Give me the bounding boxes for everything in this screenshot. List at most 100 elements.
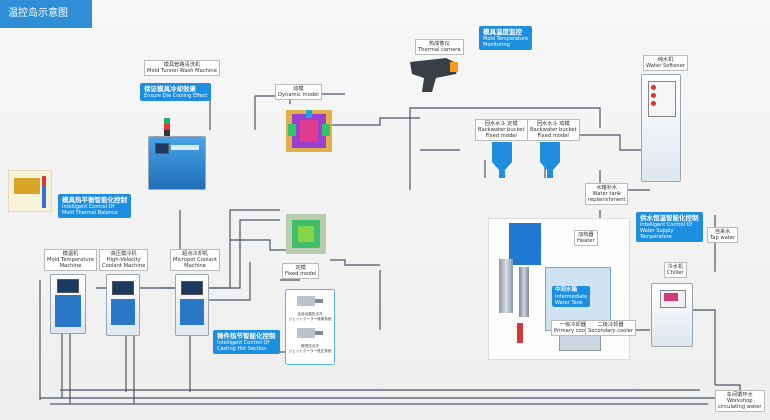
heater-zh: 加热器 [578, 232, 594, 238]
thermal-camera-zh: 热成像仪 [428, 41, 450, 47]
cooling-callout-en: Ensure Die Cooling Effect [144, 93, 208, 99]
pipe-segment [517, 323, 523, 343]
workshop-water-label: 车间循环水 Workshop circulating water [715, 390, 765, 412]
hpc-label: 高压模冷机 High-Velocity Coolant Machine [99, 249, 149, 271]
bucket-fixed-en2: Fixed model [485, 133, 517, 139]
thermal-balance-callout: 模具热平衡智能化控制 Intelligent Control Of Mold T… [58, 194, 131, 218]
workshop-zh: 车间循环水 [726, 392, 753, 398]
primary-cooler-label: 一级冷却器 Primary cooler [551, 320, 595, 336]
thermal-balance-en1: Intelligent Control Of [62, 204, 115, 210]
cooling-callout-zh: 保证模具冷却效果 [144, 85, 196, 93]
intermediate-tank-en1: Intermediate [555, 294, 588, 300]
thermal-balance-en2: Mold Thermal Balance [62, 210, 118, 216]
intermediate-tank-en2: Water Tank [555, 300, 583, 306]
indicator-light-icon [651, 93, 656, 98]
nozzle2-zh: 超低压点冷 [301, 344, 319, 348]
softener-zh: 纯水机 [657, 57, 674, 63]
thermal-camera-label: 热成像仪 Thermal camera [415, 39, 464, 55]
micropot-zh: 超点冷却机 [182, 251, 208, 257]
micropot-en2: Machine [184, 263, 206, 269]
mold-temp-monitor-en2: Monitoring [483, 42, 510, 48]
backwater-bucket-icon [492, 142, 512, 178]
pump-column [519, 267, 529, 317]
heater-en: Heater [577, 238, 595, 244]
workshop-en2: circulating water [718, 404, 762, 410]
mold-temp-monitor-zh: 模具温度监控 [483, 28, 522, 36]
nozzle1-text: 全自动高压点冷 ジェットクーラー使用系统 [288, 312, 332, 321]
intermediate-tank-label: 中间水箱 Intermediate Water Tank [552, 286, 591, 307]
mtm-front-panel [55, 295, 81, 327]
chiller-zh: 冷水机 [667, 264, 684, 270]
hpc-screen [112, 281, 134, 295]
nozzle1-en: ジェットクーラー使用系统 [288, 316, 332, 321]
dynamic-model-en: Dynamic model [278, 92, 319, 98]
indicator-light-icon [651, 85, 656, 90]
mtm-label: 模温机 Mold Temperature Machine [44, 249, 97, 271]
wash-machine [148, 118, 206, 192]
tank-replenish-en1: Water tank [592, 191, 621, 197]
mold-temperature-machine [50, 274, 86, 334]
thermal-camera-icon [410, 58, 458, 92]
primary-cooler-en: Primary cooler [554, 328, 592, 334]
tank-replenish-zh: 水箱补水 [596, 185, 618, 191]
softener-en: Water Softener [646, 63, 686, 69]
tank-replenish-en2: replenishment [588, 197, 626, 203]
nozzle-panel: 全自动高压点冷 ジェットクーラー使用系统 超低压点冷 ジェットクーラー低圧系统 [285, 289, 335, 365]
fixed-model-label: 定模 Fixed model [282, 263, 320, 279]
tap-water-en: Tap water [710, 235, 736, 241]
water-supply-en1: Intelligent Control Of [640, 222, 693, 228]
page-title: 温控岛示意图 [0, 0, 92, 28]
micropot-coolant-machine [175, 274, 209, 336]
cooling-callout: 保证模具冷却效果 Ensure Die Cooling Effect [140, 83, 212, 101]
tank-replenish-label: 水箱补水 Water tank replenishment [585, 183, 629, 205]
thermal-scale-icon [8, 170, 52, 212]
bucket-dynamic-en1: Backwater bucket [530, 127, 577, 133]
hot-section-en2: Casting Hot Section [217, 346, 267, 352]
wash-machine-screen [155, 143, 169, 154]
nozzle2-en: ジェットクーラー低圧系统 [288, 348, 332, 353]
wash-machine-label: 模具管路清洗机 Mold Tunnel Wash Machine [144, 60, 220, 76]
thermal-balance-zh: 模具热平衡智能化控制 [62, 196, 127, 204]
bucket-dynamic-zh: 回水水斗 动模 [536, 121, 570, 127]
fixed-mold-image [286, 214, 326, 254]
tap-water-label: 自来水 Tap water [707, 227, 739, 243]
pump-column [499, 259, 513, 313]
wash-machine-logo-bar [171, 145, 199, 150]
nozzle-icon [297, 328, 323, 338]
primary-cooler-zh: 一级冷却器 [559, 322, 586, 328]
wash-machine-body [148, 136, 206, 190]
micropot-front-panel [180, 299, 204, 325]
wash-machine-zh: 模具管路清洗机 [163, 62, 201, 68]
mtm-en2: Machine [59, 263, 82, 269]
chiller-machine [651, 283, 693, 347]
secondary-cooler-label: 二级冷却器 Secondary cooler [585, 320, 637, 336]
mold-temp-monitor-en1: Mold Temperature [483, 36, 529, 42]
water-supply-callout: 供水恒温智能化控制 Intelligent Control Of Water S… [636, 212, 703, 242]
backwater-bucket-fixed-label: 回水水斗 定模 Backwater bucket Fixed model [475, 119, 528, 141]
indicator-light-icon [651, 101, 656, 106]
water-supply-en2: Water Supply [640, 228, 674, 234]
nozzle2-text: 超低压点冷 ジェットクーラー低圧系统 [288, 344, 332, 353]
water-softener-machine [641, 74, 681, 182]
backwater-bucket-dynamic-label: 回水水斗 动模 Backwater bucket Fixed model [527, 119, 580, 141]
fixed-model-zh: 定模 [295, 265, 306, 271]
mtm-en1: Mold Temperature [47, 257, 94, 263]
chiller-display [664, 293, 678, 301]
backwater-bucket-icon [540, 142, 560, 178]
dynamic-model-label: 动模 Dynamic model [275, 84, 322, 100]
micropot-label: 超点冷却机 Micropot Coolant Machine [170, 249, 221, 271]
nozzle-icon [297, 296, 323, 306]
softener-label: 纯水机 Water Softener [643, 55, 689, 71]
micropot-en1: Micropot Coolant [173, 257, 218, 263]
control-cabinet [509, 223, 541, 265]
secondary-cooler-zh: 二级冷却器 [597, 322, 624, 328]
hpc-en1: High-Velocity [106, 257, 141, 263]
secondary-cooler-en: Secondary cooler [588, 328, 634, 334]
bucket-fixed-en1: Backwater bucket [478, 127, 525, 133]
hot-section-callout: 铸件热节智能化控制 Intelligent Control Of Casting… [213, 330, 280, 354]
workshop-en1: Workshop [726, 398, 753, 404]
mtm-screen [57, 279, 79, 293]
dynamic-model-zh: 动模 [293, 86, 304, 92]
